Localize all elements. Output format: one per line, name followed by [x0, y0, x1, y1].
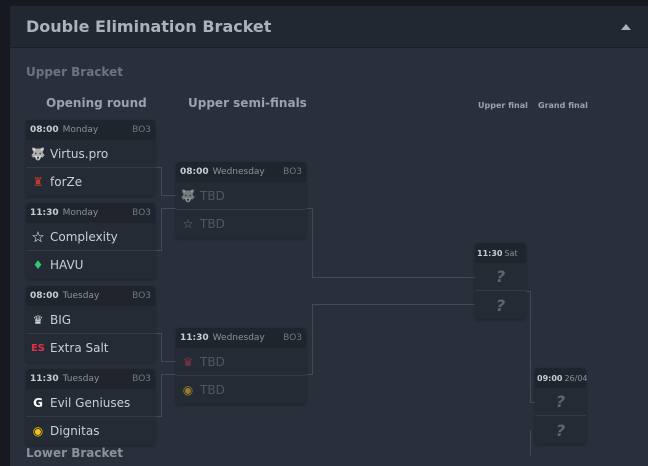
match-day: Monday [62, 125, 99, 135]
team-row[interactable]: ♛ TBD [176, 348, 306, 376]
team-row[interactable]: ♛ BIG [26, 306, 155, 334]
team-row[interactable]: ♜ forZe [26, 168, 155, 196]
forze-logo-icon: ♜ [32, 175, 44, 189]
panel-header: Double Elimination Bracket [10, 6, 648, 48]
team-row[interactable]: ES Extra Salt [26, 334, 155, 362]
team-row[interactable]: ☆ TBD [176, 210, 306, 238]
match-day: Tuesday [62, 374, 100, 384]
match-time: 11:30 [180, 333, 209, 343]
upper-bracket-label: Upper Bracket [26, 65, 123, 79]
team-row[interactable]: 🐺 Virtus.pro [26, 140, 155, 168]
match-day: Monday [62, 208, 99, 218]
match-time: 08:00 [30, 125, 59, 135]
pending-teams-logo-icon: 🐺 [180, 188, 196, 203]
match-time: 08:00 [30, 291, 59, 301]
match-format: BO3 [132, 208, 151, 218]
team-name: Evil Geniuses [50, 395, 131, 410]
team-name: TBD [200, 217, 225, 231]
team-name: Extra Salt [50, 341, 109, 355]
match-time: 08:00 [180, 167, 209, 177]
column-upper-final: Upper final [478, 101, 528, 110]
match-format: BO3 [132, 291, 151, 301]
team-row[interactable]: 🐺 TBD [176, 182, 306, 210]
column-upper-semis: Upper semi-finals [188, 96, 307, 110]
match-format: BO3 [132, 125, 151, 135]
complexity-star-icon: ☆ [31, 227, 45, 246]
match-time: 09:00 [537, 373, 563, 383]
bracket-connectors [155, 167, 535, 456]
team-row[interactable]: ? [555, 420, 566, 440]
team-name: TBD [200, 383, 225, 397]
match-day: 26/04 [564, 373, 588, 383]
match-format: BO3 [132, 374, 151, 384]
team-row[interactable]: ◉ TBD [176, 376, 306, 404]
match-day: Wednesday [212, 167, 265, 177]
match-day: Wednesday [212, 333, 265, 343]
match-format: BO3 [283, 333, 302, 343]
team-name: Virtus.pro [50, 146, 109, 161]
team-name: Complexity [50, 229, 118, 244]
evil-geniuses-logo-icon: G [33, 395, 43, 410]
pending-teams-logo-icon: ◉ [182, 383, 194, 397]
big-logo-icon: ♛ [32, 312, 44, 327]
virtus-pro-logo-icon: 🐺 [30, 146, 46, 161]
match-format: BO3 [283, 167, 302, 177]
pending-teams-logo-icon: ♛ [182, 354, 194, 369]
pending-teams-logo-icon: ☆ [182, 217, 194, 231]
team-name: TBD [200, 188, 225, 203]
match-time: 11:30 [30, 208, 59, 218]
team-row[interactable]: ◉ Dignitas [26, 417, 155, 445]
match-day: Sat [504, 248, 518, 258]
dignitas-logo-icon: ◉ [32, 424, 44, 438]
match-time: 11:30 [477, 248, 503, 258]
team-name: forZe [50, 175, 83, 189]
team-name: Dignitas [50, 424, 100, 438]
panel-title: Double Elimination Bracket [26, 17, 272, 36]
match-time: 11:30 [30, 374, 59, 384]
column-opening-round: Opening round [46, 96, 147, 110]
column-grand-final: Grand final [538, 101, 588, 110]
team-row[interactable]: ♦ HAVU [26, 251, 155, 279]
team-name: HAVU [50, 258, 84, 272]
collapse-caret-icon[interactable] [621, 24, 631, 30]
team-row[interactable]: ? [495, 295, 506, 315]
team-row[interactable]: ☆ Complexity [26, 223, 155, 251]
team-row[interactable]: ? [535, 388, 586, 416]
team-row[interactable]: G Evil Geniuses [26, 389, 155, 417]
team-name: BIG [50, 312, 72, 327]
team-row[interactable]: ? [475, 263, 526, 291]
havu-logo-icon: ♦ [32, 258, 44, 272]
match-day: Tuesday [62, 291, 100, 301]
team-name: TBD [200, 354, 225, 369]
extra-salt-logo-icon: ES [30, 342, 46, 354]
